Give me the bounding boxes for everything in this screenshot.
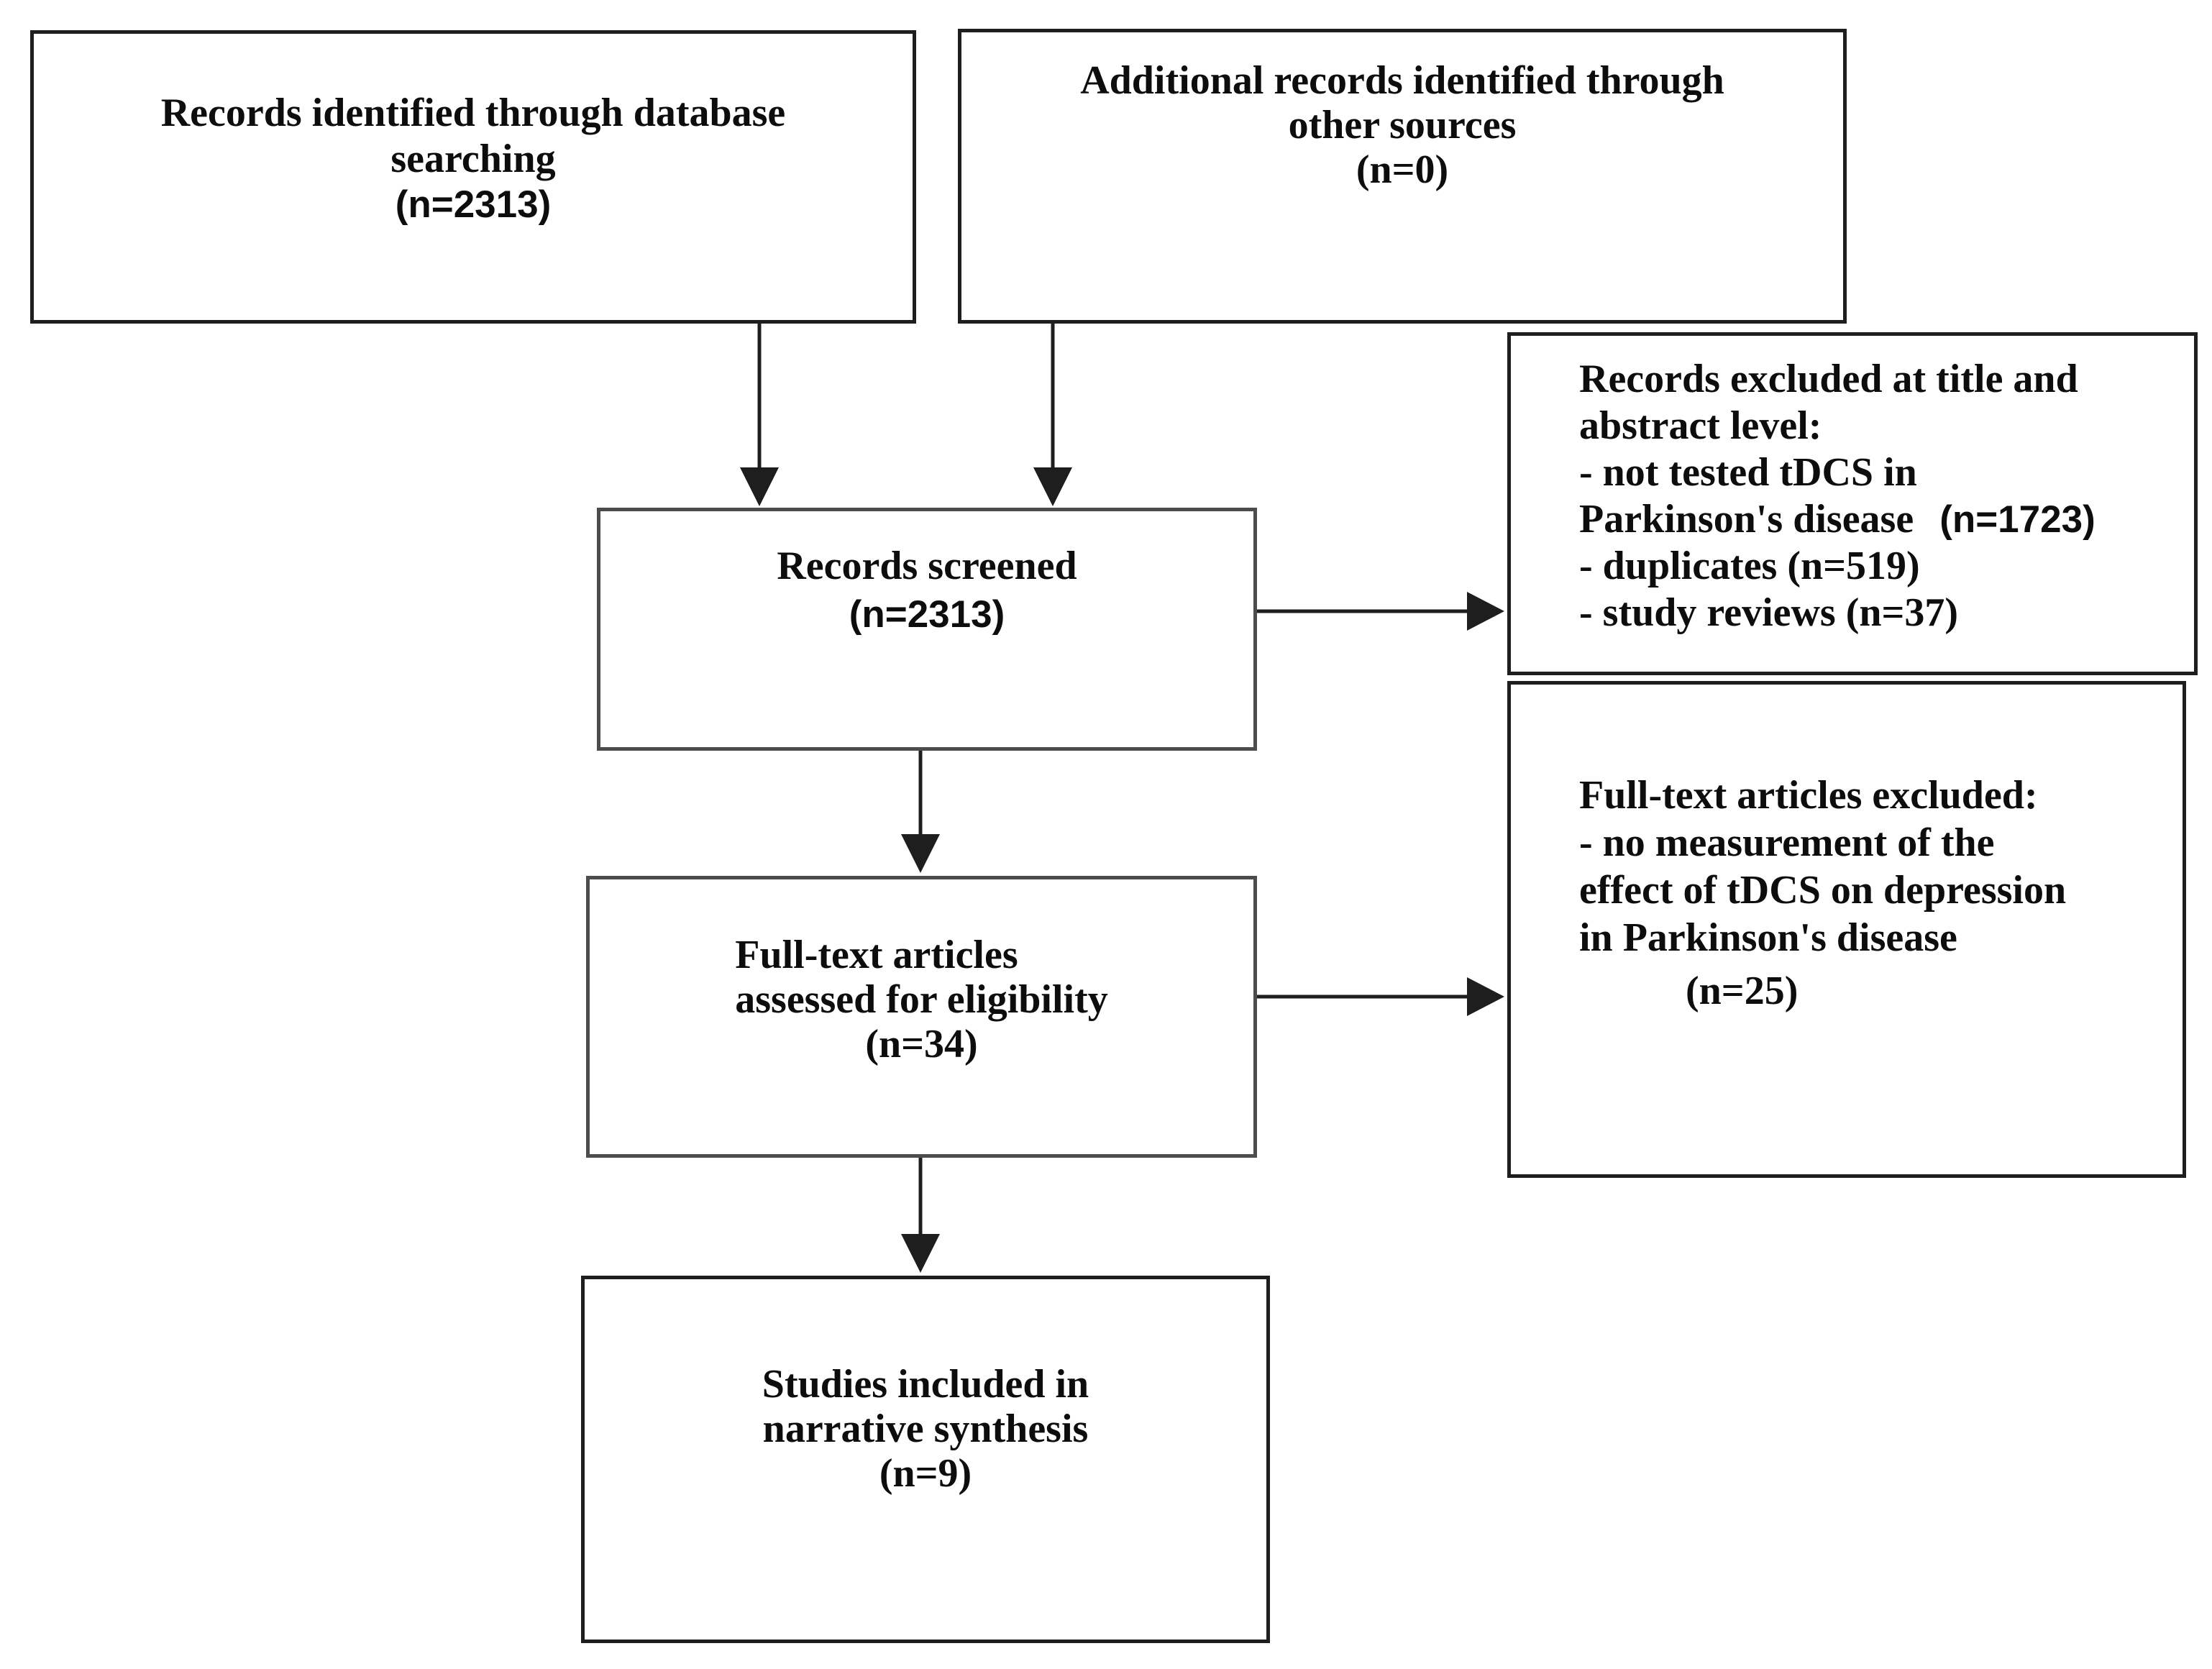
records-screened-count: (n=2313) xyxy=(849,593,1005,636)
arrow-additional-to-screened xyxy=(1033,324,1072,506)
arrow-screened-to-excluded xyxy=(1257,592,1504,631)
studies-included-line2: narrative synthesis xyxy=(762,1407,1089,1451)
box-records-excluded-title-abstract: Records excluded at title and abstract l… xyxy=(1507,332,2198,675)
excluded-screening-item1-text: Parkinson's disease xyxy=(1579,497,1914,541)
arrow-screened-to-fulltext xyxy=(901,751,940,873)
box-fulltext-assessed: Full-text articles assessed for eligibil… xyxy=(586,876,1257,1158)
studies-included-count: (n=9) xyxy=(879,1451,972,1496)
excluded-screening-item1-line1: - not tested tDCS in xyxy=(1579,450,1917,495)
fulltext-excluded-count: (n=25) xyxy=(1686,969,1799,1013)
excluded-screening-item2: - duplicates (n=519) xyxy=(1579,544,1920,588)
fulltext-excluded-line1: Full-text articles excluded: xyxy=(1579,773,2038,818)
fulltext-assessed-count: (n=34) xyxy=(865,1022,978,1066)
records-identified-count: (n=2313) xyxy=(395,183,552,226)
box-records-screened: Records screened (n=2313) xyxy=(597,508,1257,751)
fulltext-assessed-line2: assessed for eligibility xyxy=(735,977,1108,1022)
excluded-screening-line1: Records excluded at title and xyxy=(1579,357,2078,401)
box-studies-included: Studies included in narrative synthesis … xyxy=(581,1276,1270,1643)
fulltext-excluded-line4: in Parkinson's disease xyxy=(1579,915,1957,960)
fulltext-assessed-text: Full-text articles assessed for eligibil… xyxy=(735,933,1108,1066)
records-identified-line1: Records identified through database xyxy=(160,91,786,135)
additional-records-line1: Additional records identified through xyxy=(1080,58,1724,103)
box-records-identified: Records identified through database sear… xyxy=(30,30,916,324)
excluded-screening-item3: - study reviews (n=37) xyxy=(1579,590,1959,635)
records-screened-title: Records screened xyxy=(777,544,1077,588)
fulltext-excluded-line3: effect of tDCS on depression xyxy=(1579,868,2067,913)
box-fulltext-excluded: Full-text articles excluded: - no measur… xyxy=(1507,681,2186,1178)
excluded-screening-item1-line2: Parkinson's disease (n=1723) xyxy=(1579,496,2172,543)
excluded-screening-item1-count: (n=1723) xyxy=(1939,498,2096,541)
additional-records-line2: other sources xyxy=(1288,103,1517,147)
fulltext-assessed-line1: Full-text articles xyxy=(735,933,1018,977)
studies-included-line1: Studies included in xyxy=(762,1362,1089,1407)
arrow-identified-to-screened xyxy=(740,324,779,506)
records-identified-line2: searching xyxy=(390,137,556,181)
box-additional-records: Additional records identified through ot… xyxy=(958,29,1847,324)
arrow-fulltext-to-excluded xyxy=(1257,977,1504,1016)
additional-records-count: (n=0) xyxy=(1356,147,1449,192)
fulltext-excluded-line2: - no measurement of the xyxy=(1579,820,1995,865)
excluded-screening-line2: abstract level: xyxy=(1579,403,1822,448)
arrow-fulltext-to-included xyxy=(901,1158,940,1273)
